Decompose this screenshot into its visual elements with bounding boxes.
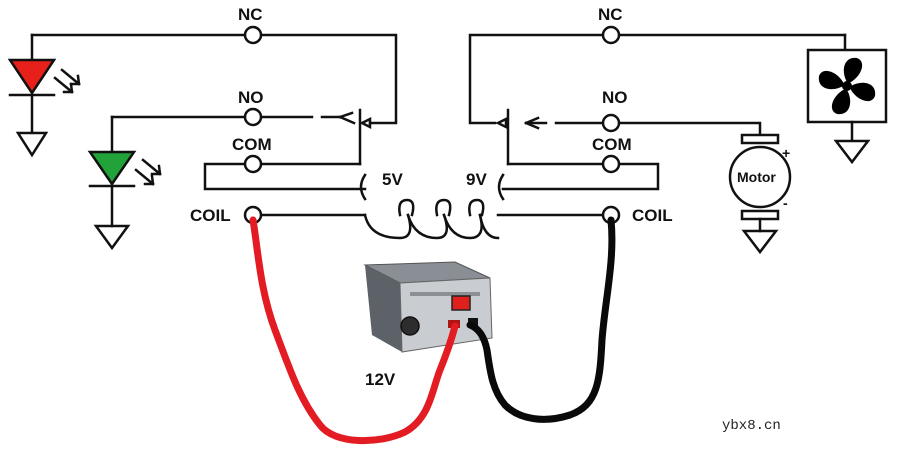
fan-icon bbox=[818, 57, 876, 115]
right-no-terminal bbox=[601, 113, 621, 133]
negative-lead bbox=[466, 216, 616, 423]
ground-green-led bbox=[93, 224, 131, 251]
ground-red-led bbox=[15, 131, 49, 158]
power-supply-knob bbox=[400, 316, 420, 336]
ground-motor bbox=[741, 229, 779, 255]
right-coil-input bbox=[497, 173, 505, 201]
left-coil-input bbox=[359, 173, 367, 201]
left-no-label: NO bbox=[238, 88, 264, 107]
right-com-terminal bbox=[601, 154, 621, 174]
right-nc-terminal bbox=[601, 25, 621, 45]
left-coil-voltage: 5V bbox=[382, 170, 403, 189]
motor-plus: + bbox=[782, 145, 790, 161]
supply-voltage-label: 12V bbox=[365, 370, 396, 389]
ground-fan bbox=[833, 139, 871, 165]
left-relay bbox=[30, 33, 398, 217]
left-nc-terminal bbox=[243, 25, 263, 45]
left-nc-label: NC bbox=[238, 5, 263, 24]
green-led bbox=[87, 115, 162, 228]
power-switch bbox=[451, 295, 471, 311]
fan bbox=[806, 33, 888, 142]
right-nc-label: NC bbox=[598, 5, 623, 24]
right-coil-label: COIL bbox=[632, 206, 673, 225]
left-com-label: COM bbox=[232, 135, 272, 154]
left-com-terminal bbox=[243, 154, 263, 174]
left-no-terminal bbox=[243, 107, 263, 127]
right-no-label: NO bbox=[602, 88, 628, 107]
power-supply bbox=[363, 261, 493, 353]
motor: Motor + - bbox=[728, 133, 792, 233]
red-led-body bbox=[7, 58, 57, 96]
motor-label: Motor bbox=[737, 169, 776, 185]
motor-minus: - bbox=[783, 195, 788, 211]
right-com-label: COM bbox=[592, 135, 632, 154]
right-relay bbox=[468, 33, 847, 217]
red-led bbox=[7, 33, 81, 134]
relay-coil bbox=[363, 198, 500, 240]
positive-lead bbox=[249, 216, 459, 444]
green-led-body bbox=[87, 150, 137, 187]
right-coil-voltage: 9V bbox=[466, 170, 487, 189]
watermark: ybx8.cn bbox=[722, 418, 781, 434]
left-coil-label: COIL bbox=[190, 206, 231, 225]
